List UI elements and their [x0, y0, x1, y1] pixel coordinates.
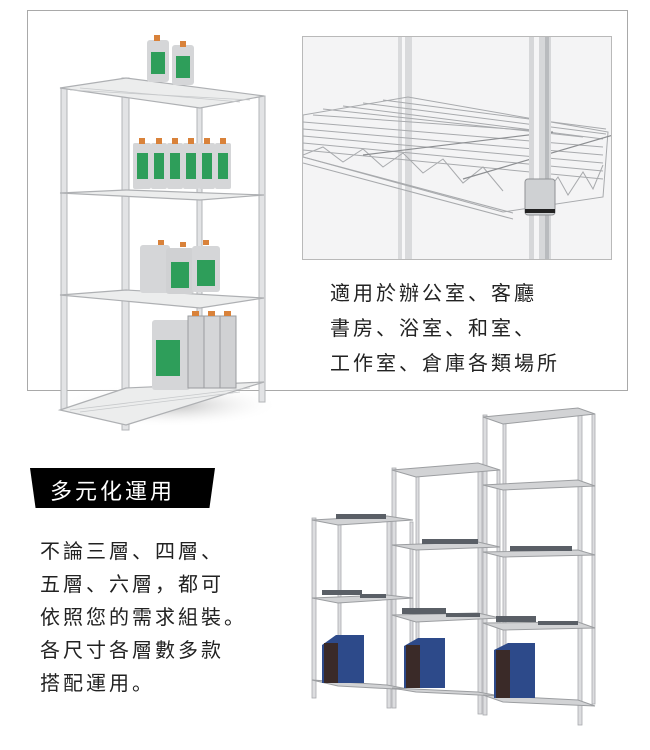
usage-description: 適用於辦公室、客廳 書房、浴室、和室、 工作室、倉庫各類場所	[330, 276, 620, 381]
feature-line: 五層、六層，都可	[40, 572, 224, 596]
feature-tag: 多元化運用	[30, 468, 215, 508]
feature-line: 依照您的需求組裝。	[40, 605, 247, 629]
feature-tag-label: 多元化運用	[50, 480, 176, 505]
feature-description: 不論三層、四層、 五層、六層，都可 依照您的需求組裝。 各尺寸各層數多款 搭配運…	[40, 535, 247, 700]
usage-line: 書房、浴室、和室、	[330, 316, 537, 340]
main-rack-image	[40, 30, 280, 440]
shelf-closeup-image	[302, 36, 612, 260]
rack-configurations-image	[300, 400, 620, 740]
usage-line: 適用於辦公室、客廳	[330, 281, 537, 305]
usage-line: 工作室、倉庫各類場所	[330, 351, 560, 375]
feature-line: 搭配運用。	[40, 671, 155, 695]
feature-line: 各尺寸各層數多款	[40, 638, 224, 662]
feature-line: 不論三層、四層、	[40, 539, 224, 563]
